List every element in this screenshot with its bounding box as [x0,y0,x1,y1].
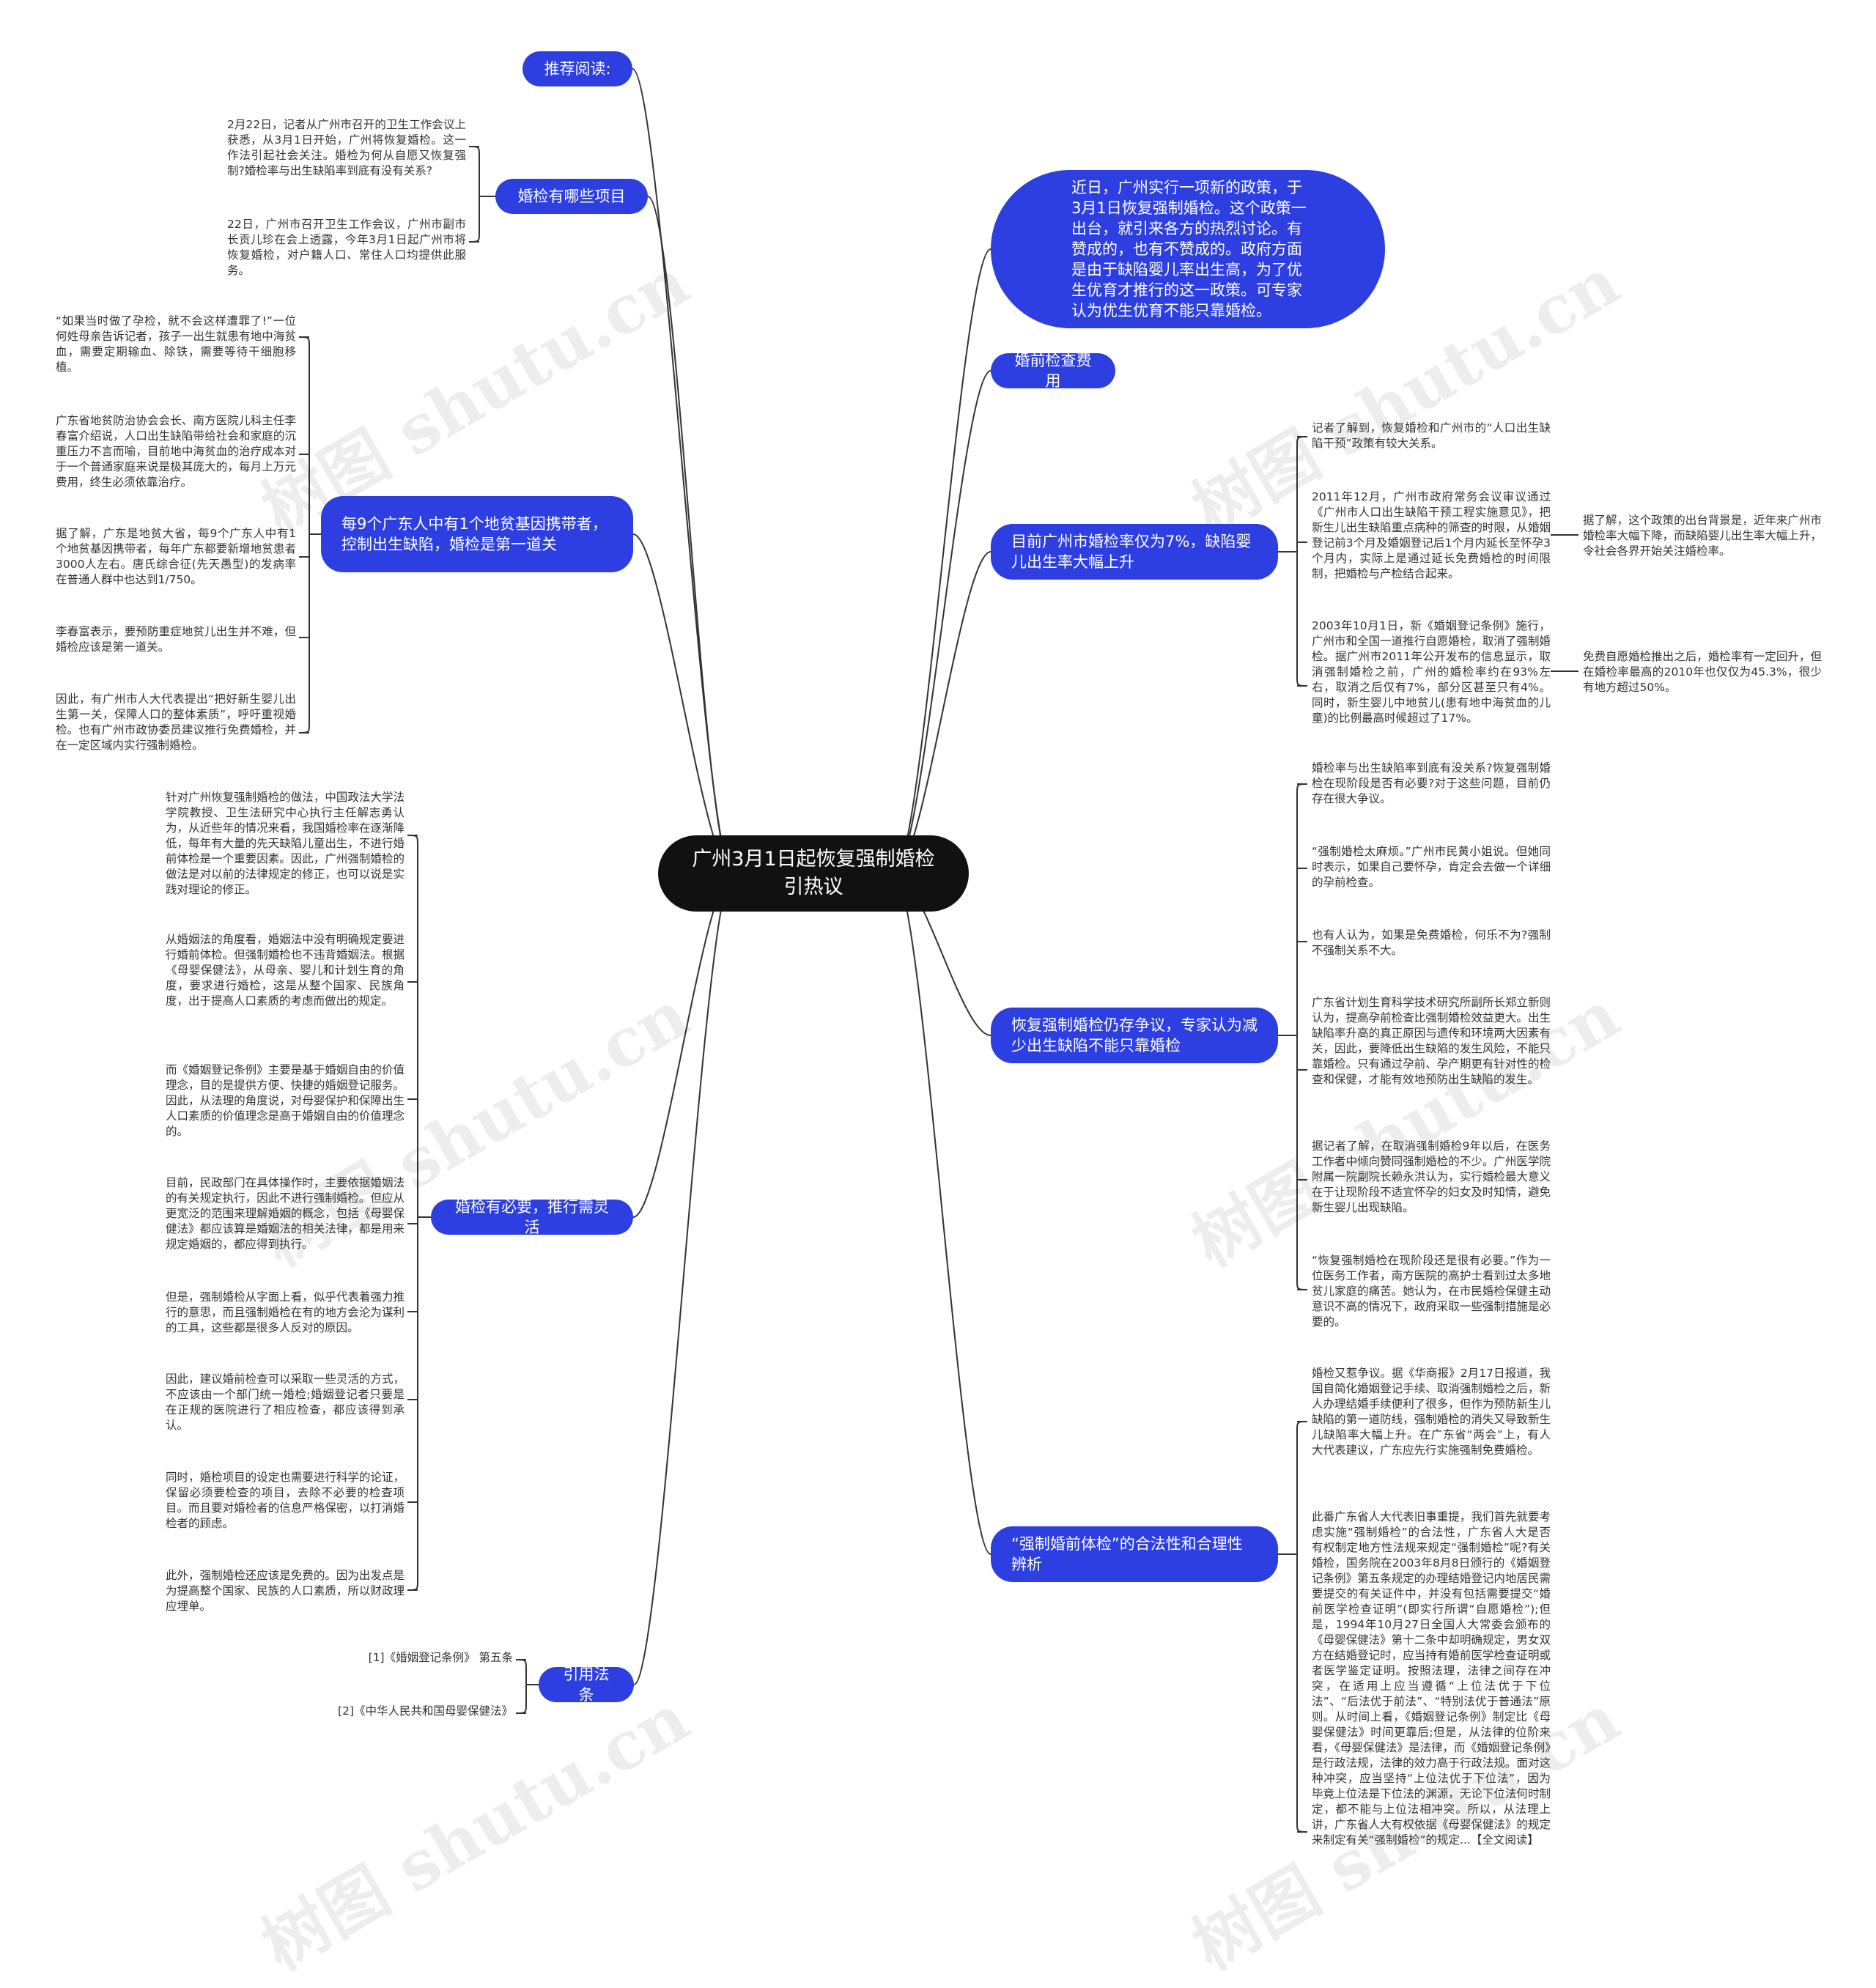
branch-controversy[interactable]: 恢复强制婚检仍存争议，专家认为减少出生缺陷不能只靠婚检 [991,1008,1278,1063]
branch-rate[interactable]: 目前广州市婚检率仅为7%，缺陷婴儿出生率大幅上升 [991,524,1278,580]
leaf-con-2: “强制婚检太麻烦。”广州市民黄小姐说。但她同时表示，如果自己要怀孕，肯定会去做一… [1312,845,1551,889]
leaf-nec-2: 从婚姻法的角度看，婚姻法中没有明确规定要进行婚前体检。但强制婚检也不违背婚姻法。… [166,933,405,1008]
root-link [647,196,734,874]
leaf-rate-3: 2003年10月1日，新《婚姻登记条例》施行，广州市和全国一道推行自愿婚检，取消… [1312,619,1551,725]
laws-bracket [515,1659,527,1714]
branch-legality[interactable]: “强制婚前体检”的合法性和合理性辨析 [991,1526,1278,1582]
leaf-nec-4: 目前，民政部门在具体操作时，主要依据婚姻法的有关规定执行，因此不进行强制婚检。但… [166,1176,405,1251]
root-link [893,873,991,1555]
leaf-items-1: 2月22日，记者从广州市召开的卫生工作会议上获悉，从3月1日开始，广州将恢复婚检… [227,118,466,177]
leaf-con-3: 也有人认为，如果是免费婚检，何乐不为?强制不强制关系不大。 [1312,928,1551,957]
leaf-thal-3: 据了解，广东是地贫大省，每9个广东人中有1个地贫基因携带者，每年广东都要新增地贫… [56,527,296,586]
subleaf-rate-2: 免费自愿婚检推出之后，婚检率有一定回升，但在婚检率最高的2010年也仅仅为45.… [1583,650,1822,694]
root-link [893,370,991,874]
branch-fee[interactable]: 婚前检查费用 [991,352,1115,390]
leaf-thal-2: 广东省地贫防治协会会长、南方医院儿科主任李春富介绍说，人口出生缺陷带给社会和家庭… [56,414,296,489]
rate-bracket [1296,436,1308,687]
leaf-con-1: 婚检率与出生缺陷率到底有没关系?恢复强制婚检在现阶段是否有必要?对于这些问题，目… [1312,761,1551,805]
leaf-items-2: 22日，广州市召开卫生工作会议，广州市副市长贡儿珍在会上透露，今年3月1日起广州… [227,218,466,277]
leaf-thal-1: “如果当时做了孕检，就不会这样遭罪了!”一位何姓母亲告诉记者，孩子一出生就患有地… [56,314,296,374]
leaf-nec-5: 但是，强制婚检从字面上看，似乎代表着强力推行的意思，而且强制婚检在有的地方会沦为… [166,1290,405,1334]
leaf-nec-8: 此外，强制婚检还应该是免费的。因为出发点是为提高整个国家、民族的人口素质，所以财… [166,1569,405,1613]
branch-laws[interactable]: 引用法条 [539,1666,634,1704]
branch-necessary[interactable]: 婚检有必要，推行需灵活 [431,1198,633,1236]
root-link [893,248,991,874]
leaf-nec-7: 同时，婚检项目的设定也需要进行科学的论证，保留必须要检查的项目，去除不必要的检查… [166,1471,405,1530]
leaf-thal-5: 因此，有广州市人大代表提出“把好新生婴儿出生第一关，保障人口的整体素质”，呼吁重… [56,692,296,752]
leaf-leg-2: 此番广东省人大代表旧事重提，我们首先就要考虑实施“强制婚检”的合法性，广东省人大… [1312,1510,1551,1847]
leg-bracket [1296,1421,1308,1833]
leaf-law-1: [1]《婚姻登记条例》 第五条 [368,1651,513,1664]
root-link [893,551,991,874]
leaf-nec-3: 而《婚姻登记条例》主要是基于婚姻自由的价值理念，目的是提供方便、快捷的婚姻登记服… [166,1063,405,1138]
con-bracket [1296,783,1308,1290]
leaf-rate-1: 记者了解到，恢复婚检和广州市的“人口出生缺陷干预”政策有较大关系。 [1312,421,1551,450]
mindmap-canvas: 树图 shutu.cn 树图 shutu.cn 树图 shutu.cn 树图 s… [56,51,1822,1985]
root-link [632,68,734,874]
leaf-law-2: [2]《中华人民共和国母婴保健法》 [338,1704,513,1718]
leaf-rate-2: 2011年12月，广州市政府常务会议审议通过《广州市人口出生缺陷干预工程实施意见… [1312,490,1551,580]
root-topic[interactable]: 广州3月1日起恢复强制婚检 引热议 [658,835,969,912]
nec-bracket [407,835,418,1591]
leaf-con-4: 广东省计划生育科学技术研究所副所长郑立新则认为，提高孕前检查比强制婚检效益更大。… [1312,996,1551,1086]
thal-bracket [298,336,310,734]
leaf-con-6: “恢复强制婚检在现阶段还是很有必要。”作为一位医务工作者，南方医院的高护士看到过… [1312,1254,1551,1329]
leaf-leg-1: 婚检又惹争议。据《华商报》2月17日报道，我国自简化婚姻登记手续、取消强制婚检之… [1312,1367,1551,1457]
branch-recommend[interactable]: 推荐阅读: [522,51,632,86]
leaf-con-5: 据记者了解，在取消强制婚检9年以后，在医务工作者中倾向赞同强制婚检的不少。广州医… [1312,1139,1551,1214]
intro-bubble[interactable]: 近日，广州实行一项新的政策，于3月1日恢复强制婚检。这个政策一出台，就引来各方的… [991,170,1385,328]
branch-thalassemia[interactable]: 每9个广东人中有1个地贫基因携带者，控制出生缺陷，婚检是第一道关 [321,496,633,572]
root-link [632,873,734,1218]
branch-items[interactable]: 婚检有哪些项目 [495,179,648,214]
subleaf-rate-1: 据了解，这个政策的出台背景是，近年来广州市婚检率大幅下降，而缺陷婴儿出生率大幅上… [1583,514,1822,558]
leaf-nec-1: 针对广州恢复强制婚检的做法，中国政法大学法学院教授、卫生法研究中心执行主任解志勇… [166,791,405,896]
items-bracket [468,146,480,243]
leaf-nec-6: 因此，建议婚前检查可以采取一些灵活的方式，不应该由一个部门统一婚检;婚姻登记者只… [166,1372,405,1432]
root-link [633,873,734,1685]
leaf-thal-4: 李春富表示，要预防重症地贫儿出生并不难，但婚检应该是第一道关。 [56,625,296,654]
